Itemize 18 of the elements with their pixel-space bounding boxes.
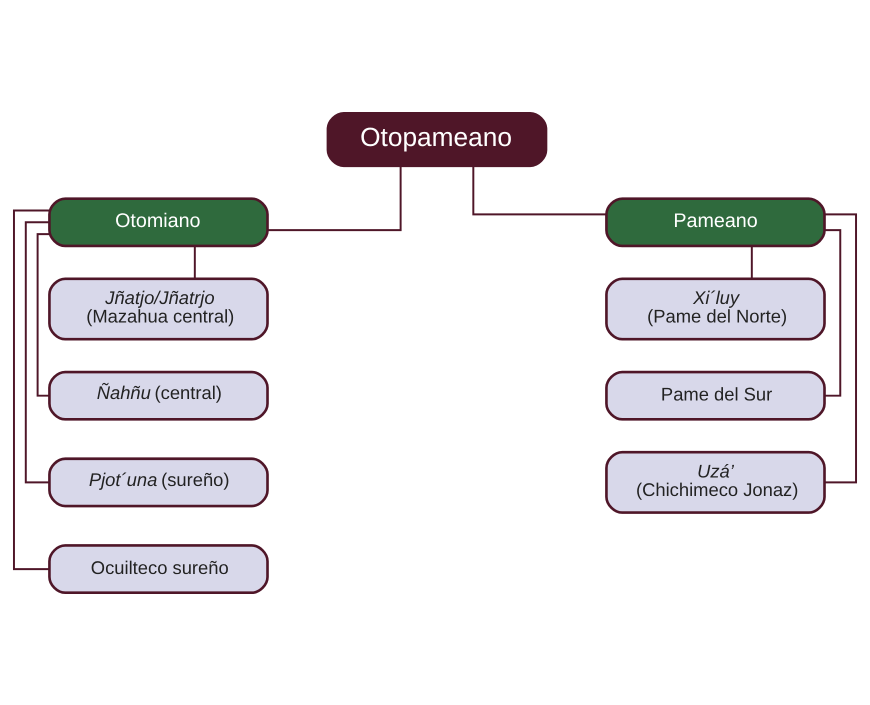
node-box: Jñatjo/Jñatrjo (Mazahua central): [48, 276, 269, 340]
connector: [12, 208, 50, 570]
connector: [268, 166, 402, 231]
connector: [24, 220, 49, 483]
connector: [750, 245, 753, 278]
connector: [36, 232, 50, 396]
connector: [824, 212, 858, 483]
node-box: Otomiano: [48, 196, 269, 247]
node-box: Pame del Sur: [605, 370, 826, 420]
connector: [194, 245, 196, 278]
node-box: Ocuilteco sureño: [48, 544, 269, 594]
node-box: Uzá’ (Chichimeco Jonaz): [605, 450, 826, 514]
node-box: Pameano: [605, 196, 826, 247]
node-box: Pjot´una (sureño): [48, 456, 269, 507]
node-box: Otopameano: [326, 111, 548, 167]
node-box: Ñahñu (central): [48, 370, 269, 420]
connector: [472, 166, 606, 215]
node-box: Xi´luy (Pame del Norte): [605, 276, 826, 340]
